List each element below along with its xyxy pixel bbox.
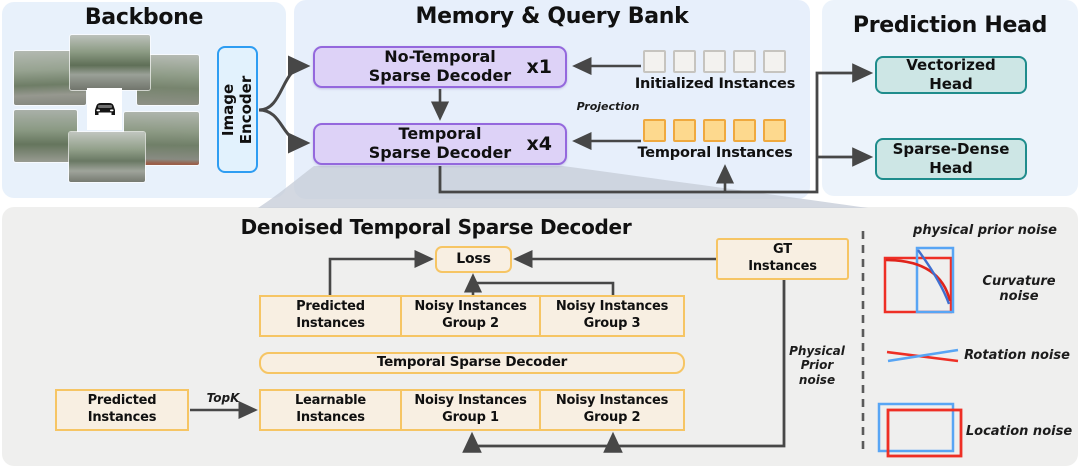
temporal-sparse-decoder-box: Temporal Sparse Decoder x4: [313, 123, 567, 165]
memory-query-bank-panel: [294, 0, 810, 199]
no-temporal-line1: No-Temporal: [384, 47, 496, 67]
instance-token: [733, 119, 756, 142]
noisy-instances-group3-box: Noisy Instances Group 3: [539, 295, 685, 337]
backbone-title: Backbone: [84, 5, 204, 30]
image-encoder-label: Image Encoder: [220, 75, 256, 143]
box-line: Predicted: [296, 299, 365, 315]
instance-token: [703, 50, 726, 73]
no-temporal-sparse-decoder-box: No-Temporal Sparse Decoder x1: [313, 46, 567, 88]
denoiser-bottom-row: Learnable Instances Noisy Instances Grou…: [259, 389, 685, 431]
denoiser-top-row: Predicted Instances Noisy Instances Grou…: [259, 295, 685, 337]
predicted-instances-box: Predicted Instances: [259, 295, 402, 337]
box-line: Learnable: [294, 393, 367, 409]
camera-view-back-left: [14, 110, 77, 162]
gt-instances-box: GT Instances: [716, 238, 849, 280]
box-line: Group 3: [583, 316, 641, 331]
ego-vehicle-tile: [87, 88, 122, 130]
box-line: Group 2: [583, 410, 641, 425]
rotation-noise-label: Rotation noise: [964, 348, 1070, 363]
predicted-instances-input-box: Predicted Instances: [55, 389, 189, 431]
box-line: Group 1: [442, 410, 499, 425]
instance-token: [643, 50, 666, 73]
instance-token: [673, 119, 696, 142]
instance-token: [703, 119, 726, 142]
no-temporal-line2: Sparse Decoder: [368, 66, 512, 85]
label-line: Physical: [789, 344, 845, 358]
noisy-instances-group2-top-box: Noisy Instances Group 2: [400, 295, 541, 337]
curvature-noise-label: Curvature noise: [982, 274, 1056, 304]
location-noise-icon: [877, 402, 963, 458]
curvature-noise-icon: [883, 246, 955, 314]
vectorized-head-line1: Vectorized: [906, 56, 996, 75]
instance-token: [763, 119, 786, 142]
instance-token: [673, 50, 696, 73]
temporal-sparse-decoder-bar: Temporal Sparse Decoder: [259, 352, 685, 374]
memory-query-bank-title: Memory & Query Bank: [415, 4, 689, 29]
image-encoder-line1: Image: [219, 83, 238, 136]
instance-token: [763, 50, 786, 73]
sparse-dense-head-line2: Head: [929, 159, 973, 177]
box-line: Noisy Instances: [414, 393, 527, 409]
gt-line1: GT: [773, 242, 792, 258]
location-noise-label: Location noise: [965, 424, 1073, 439]
box-line: Instances: [296, 316, 365, 331]
sparse-dense-head-line1: Sparse-Dense: [892, 140, 1010, 159]
box-line: Noisy Instances: [555, 393, 669, 409]
label-line: Prior: [800, 358, 834, 373]
image-encoder-box: Image Encoder: [217, 46, 258, 173]
label-line: noise: [798, 372, 836, 387]
rotation-noise-icon: [886, 348, 959, 363]
sparse-dense-head-box: Sparse-Dense Head: [875, 138, 1027, 180]
car-icon: [94, 102, 115, 115]
instance-token: [643, 119, 666, 142]
vectorized-head-line2: Head: [929, 75, 973, 93]
temporal-multiplier: x4: [526, 132, 552, 155]
topk-label: TopK: [206, 391, 240, 405]
prediction-head-title: Prediction Head: [852, 13, 1048, 38]
temporal-line2: Sparse Decoder: [368, 143, 512, 162]
temporal-instances-tokens: [643, 119, 786, 142]
box-line: Predicted: [87, 393, 157, 409]
image-encoder-line2: Encoder: [237, 75, 256, 144]
box-line: Group 2: [442, 316, 499, 331]
initialized-instances-tokens: [643, 50, 786, 73]
legend-title: physical prior noise: [913, 223, 1057, 238]
box-line: Instances: [296, 410, 365, 425]
box-line: Instances: [87, 410, 157, 425]
instance-token: [733, 50, 756, 73]
vectorized-head-box: Vectorized Head: [875, 56, 1027, 94]
projection-label: Projection: [576, 100, 640, 113]
physical-prior-noise-label: Physical Prior noise: [788, 344, 846, 387]
temporal-line1: Temporal: [398, 124, 482, 144]
box-line: Noisy Instances: [555, 299, 669, 315]
noisy-instances-group1-box: Noisy Instances Group 1: [400, 389, 541, 431]
noisy-instances-group2-bottom-box: Noisy Instances Group 2: [539, 389, 685, 431]
gt-line2: Instances: [748, 259, 817, 274]
initialized-instances-label: Initialized Instances: [634, 76, 796, 92]
learnable-instances-box: Learnable Instances: [259, 389, 402, 431]
camera-view-front: [70, 35, 150, 90]
loss-box: Loss: [435, 246, 512, 273]
temporal-instances-label: Temporal Instances: [637, 145, 793, 161]
box-line: Noisy Instances: [414, 299, 527, 315]
no-temporal-multiplier: x1: [526, 55, 552, 78]
denoised-decoder-title: Denoised Temporal Sparse Decoder: [240, 215, 632, 239]
camera-view-back: [69, 132, 145, 182]
